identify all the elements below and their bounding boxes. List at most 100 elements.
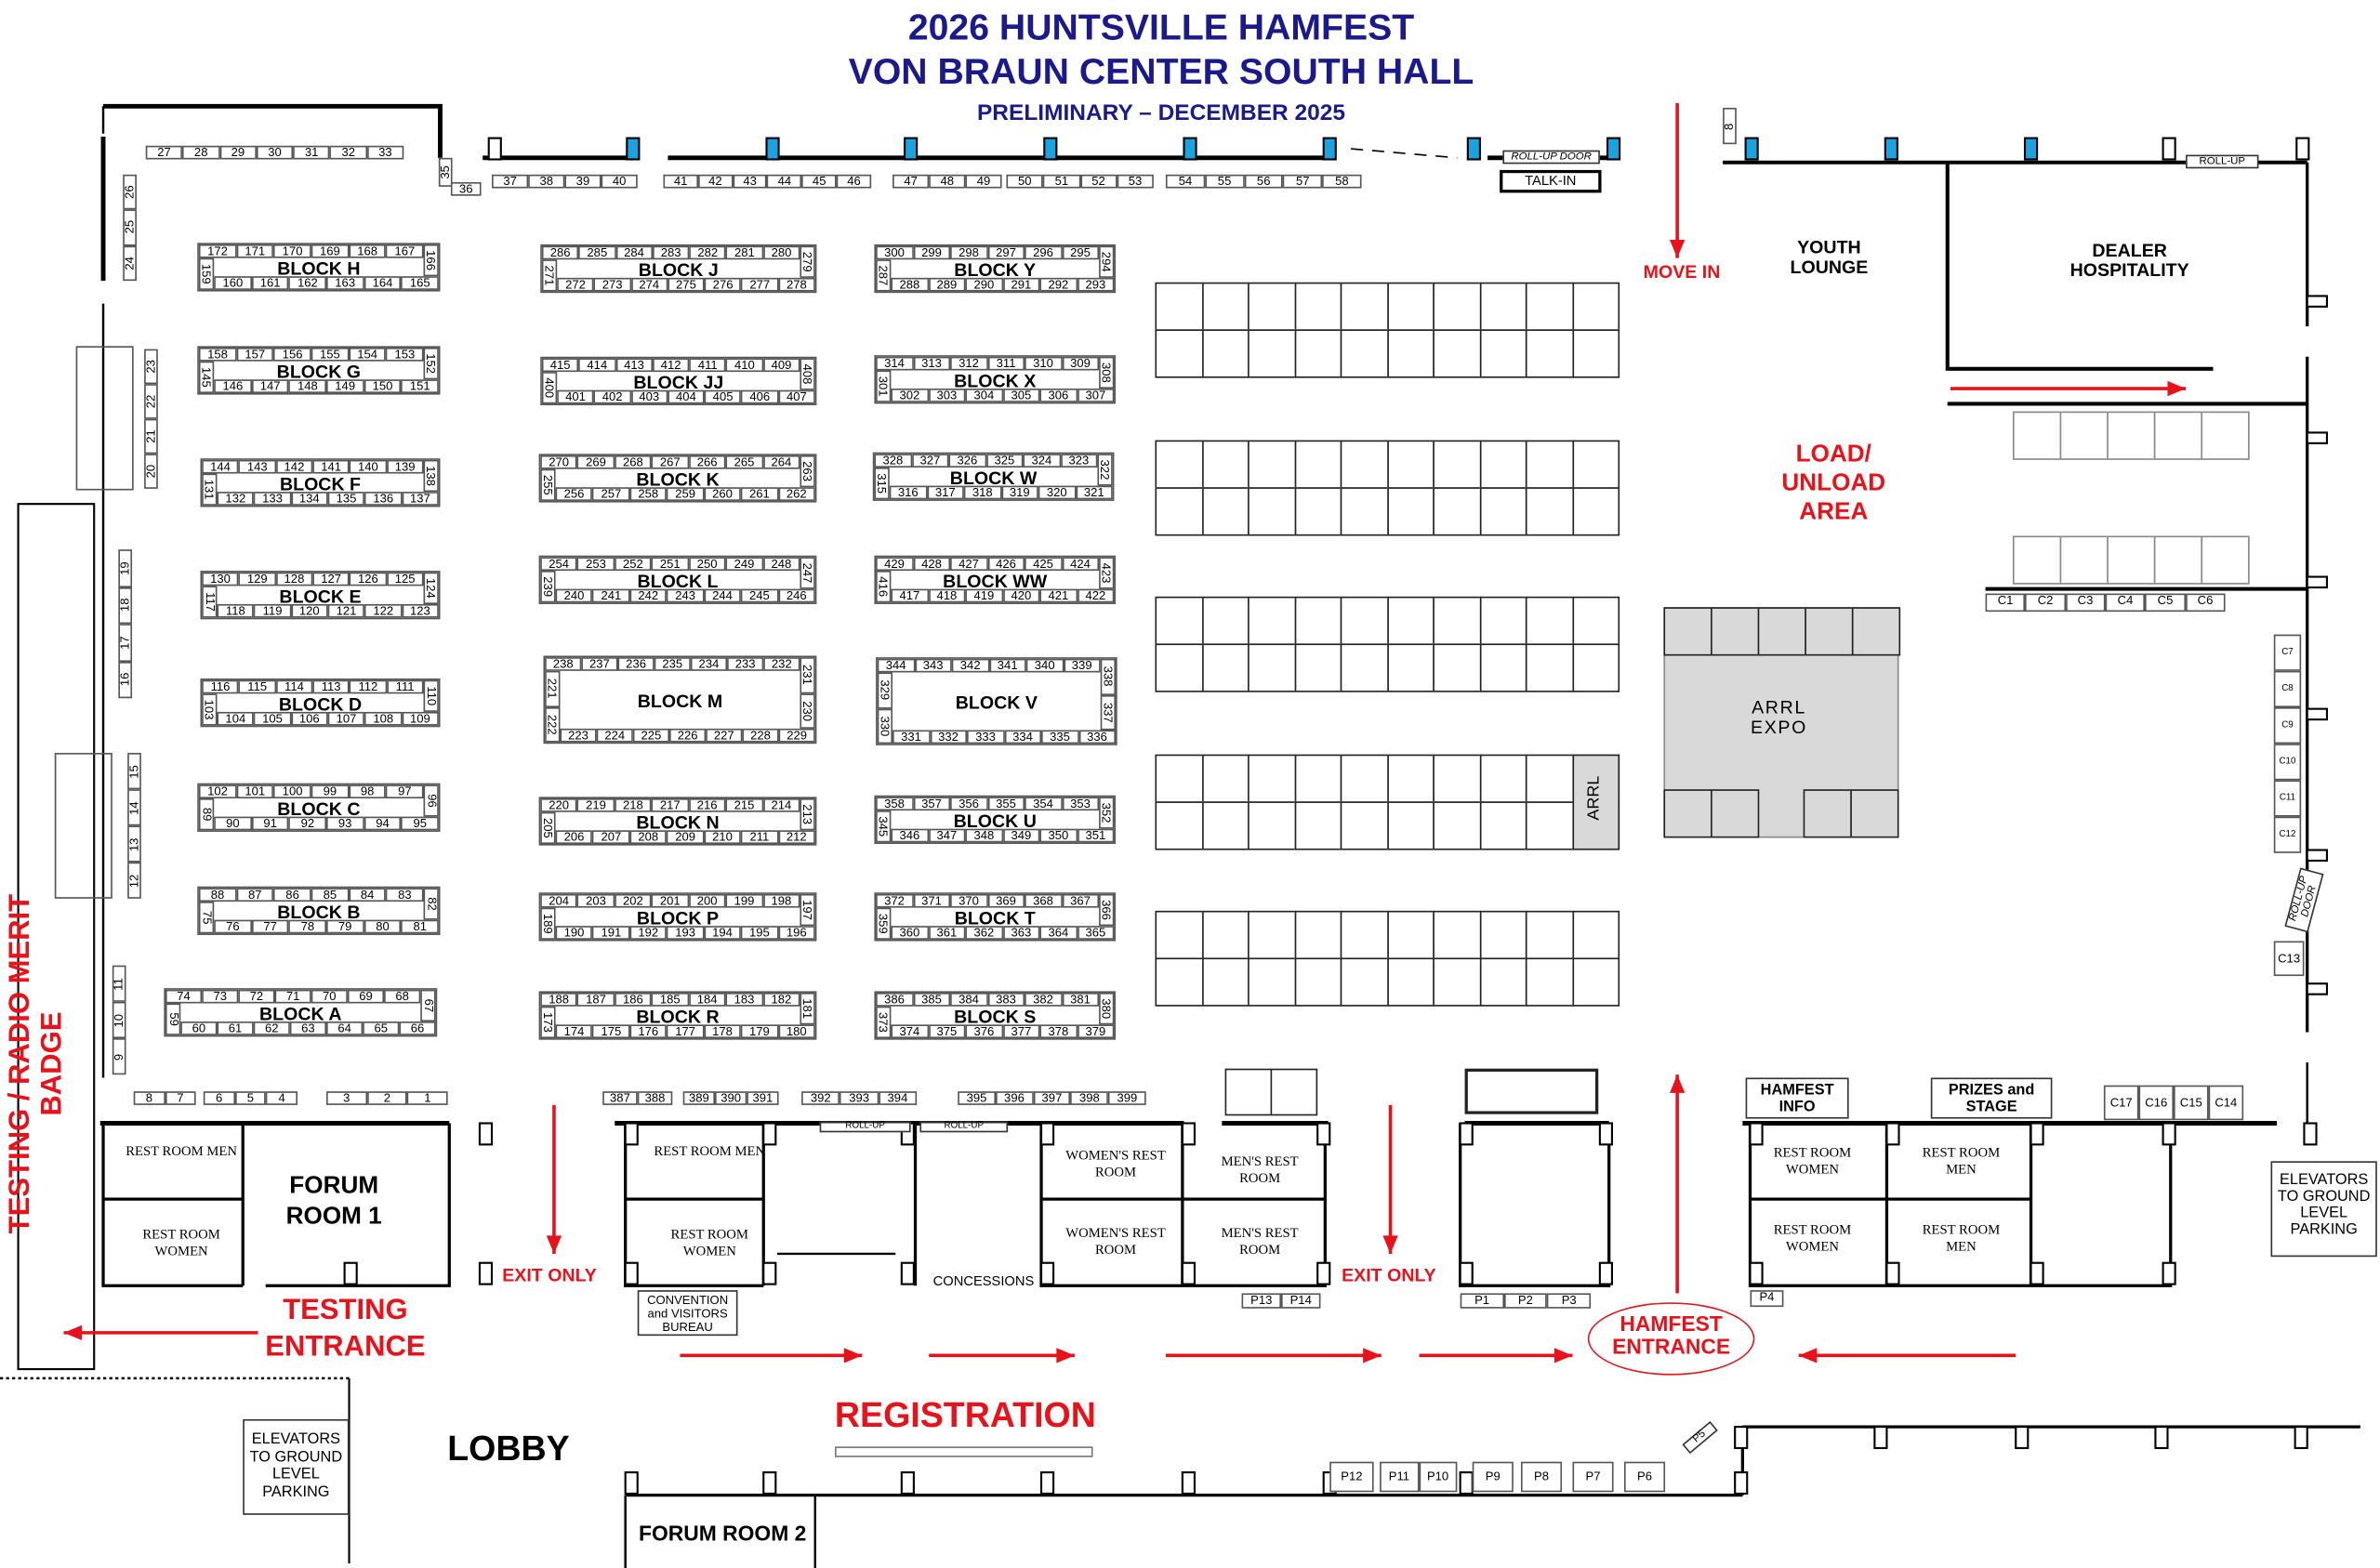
booth[interactable]: 381 — [1062, 993, 1100, 1007]
booth[interactable]: 270 — [540, 455, 578, 469]
booth[interactable]: 345 — [876, 810, 892, 843]
booth[interactable]: 228 — [742, 728, 779, 743]
booth[interactable]: 223 — [560, 728, 597, 743]
booth[interactable]: 174 — [555, 1024, 593, 1039]
booth[interactable]: 16 — [118, 661, 133, 699]
booth[interactable]: 310 — [1025, 356, 1063, 371]
booth[interactable]: 217 — [651, 798, 689, 812]
booth[interactable]: 112 — [350, 679, 387, 694]
booth[interactable]: 337 — [1100, 694, 1117, 731]
booth[interactable]: 261 — [740, 487, 778, 501]
booth[interactable]: P13 — [1241, 1293, 1281, 1309]
booth[interactable]: 85 — [311, 888, 350, 903]
booth[interactable]: 389 — [682, 1091, 716, 1105]
booth[interactable]: 4 — [266, 1091, 298, 1105]
booth[interactable]: 398 — [1070, 1091, 1109, 1105]
booth[interactable]: 405 — [704, 389, 742, 404]
booth[interactable]: 313 — [913, 356, 951, 371]
booth[interactable]: 168 — [349, 244, 387, 258]
booth[interactable]: 280 — [762, 245, 800, 260]
booth[interactable]: C15 — [2174, 1085, 2209, 1121]
booth[interactable]: 299 — [913, 245, 951, 260]
booth[interactable]: 422 — [1077, 588, 1115, 603]
booth[interactable]: C17 — [2103, 1085, 2139, 1121]
booth[interactable]: 180 — [777, 1024, 815, 1039]
booth[interactable]: P2 — [1503, 1293, 1548, 1309]
booth[interactable]: 341 — [988, 658, 1026, 673]
booth[interactable]: 179 — [740, 1024, 778, 1039]
booth[interactable]: 123 — [402, 603, 439, 618]
booth[interactable]: 426 — [987, 557, 1025, 572]
booth[interactable]: 362 — [965, 926, 1003, 940]
booth[interactable]: 294 — [1099, 245, 1115, 278]
booth[interactable]: 69 — [347, 989, 385, 1004]
booth[interactable]: 8 — [1723, 107, 1737, 145]
booth[interactable]: 241 — [592, 588, 630, 603]
booth[interactable]: 272 — [557, 277, 594, 292]
booth[interactable]: 10 — [112, 1001, 126, 1039]
booth[interactable]: C16 — [2138, 1085, 2175, 1121]
booth[interactable]: 353 — [1062, 797, 1100, 811]
booth[interactable]: 117 — [202, 586, 218, 618]
booth[interactable]: 273 — [593, 277, 631, 292]
booth[interactable]: 33 — [366, 145, 404, 160]
booth[interactable]: 266 — [688, 455, 726, 469]
booth[interactable]: 177 — [667, 1024, 705, 1039]
booth[interactable]: P4 — [1750, 1290, 1784, 1308]
booth[interactable]: 70 — [311, 989, 348, 1004]
booth[interactable]: 143 — [238, 459, 276, 474]
booth[interactable]: 416 — [876, 571, 892, 603]
booth[interactable]: 388 — [637, 1091, 673, 1105]
booth[interactable]: 364 — [1039, 926, 1078, 940]
booth[interactable]: P10 — [1418, 1461, 1458, 1493]
booth[interactable]: 135 — [327, 492, 365, 506]
booth[interactable]: P9 — [1472, 1461, 1514, 1493]
booth[interactable]: 383 — [987, 993, 1025, 1007]
booth[interactable]: 254 — [540, 557, 578, 572]
booth[interactable]: 396 — [995, 1091, 1034, 1105]
booth[interactable]: 191 — [592, 926, 630, 940]
booth[interactable]: 45 — [801, 174, 837, 189]
booth[interactable]: 221 — [545, 670, 561, 707]
booth[interactable]: 175 — [592, 1024, 630, 1039]
booth[interactable]: 101 — [236, 784, 274, 799]
booth[interactable]: 98 — [349, 784, 387, 799]
booth[interactable]: 75 — [198, 902, 215, 934]
booth[interactable]: 125 — [386, 572, 424, 586]
booth[interactable]: 235 — [654, 657, 691, 671]
booth[interactable]: 131 — [202, 473, 218, 506]
booth[interactable]: 277 — [741, 277, 779, 292]
booth[interactable]: 65 — [363, 1021, 400, 1035]
booth[interactable]: 56 — [1244, 174, 1284, 189]
booth[interactable]: 208 — [629, 830, 668, 845]
booth[interactable]: 318 — [963, 485, 1001, 500]
booth[interactable]: 22 — [144, 384, 158, 419]
booth[interactable]: 386 — [876, 993, 914, 1007]
booth[interactable]: 407 — [778, 389, 815, 404]
booth[interactable]: 25 — [123, 209, 137, 246]
booth[interactable]: 76 — [214, 919, 252, 934]
booth[interactable]: 118 — [217, 603, 255, 618]
booth[interactable]: 329 — [877, 672, 893, 708]
booth[interactable]: 334 — [1004, 730, 1042, 744]
booth[interactable]: 257 — [592, 487, 630, 501]
booth[interactable]: 243 — [667, 588, 705, 603]
booth[interactable]: 420 — [1002, 588, 1040, 603]
booth[interactable]: 28 — [182, 145, 220, 160]
booth[interactable]: 412 — [652, 358, 690, 373]
booth[interactable]: 238 — [545, 657, 582, 671]
booth[interactable]: 414 — [578, 358, 616, 373]
booth[interactable]: 96 — [423, 784, 439, 817]
booth[interactable]: 352 — [1099, 797, 1115, 829]
booth[interactable]: 306 — [1039, 389, 1078, 402]
booth[interactable]: 220 — [540, 798, 578, 812]
booth[interactable]: 184 — [688, 993, 726, 1007]
booth[interactable]: 368 — [1025, 893, 1063, 908]
booth[interactable]: 62 — [253, 1021, 290, 1035]
booth[interactable]: 128 — [275, 572, 313, 586]
booth[interactable]: 91 — [251, 816, 289, 831]
booth[interactable]: 289 — [928, 277, 966, 292]
booth[interactable]: 42 — [697, 174, 734, 189]
booth[interactable]: 35 — [438, 157, 453, 187]
booth[interactable]: 55 — [1205, 174, 1245, 189]
